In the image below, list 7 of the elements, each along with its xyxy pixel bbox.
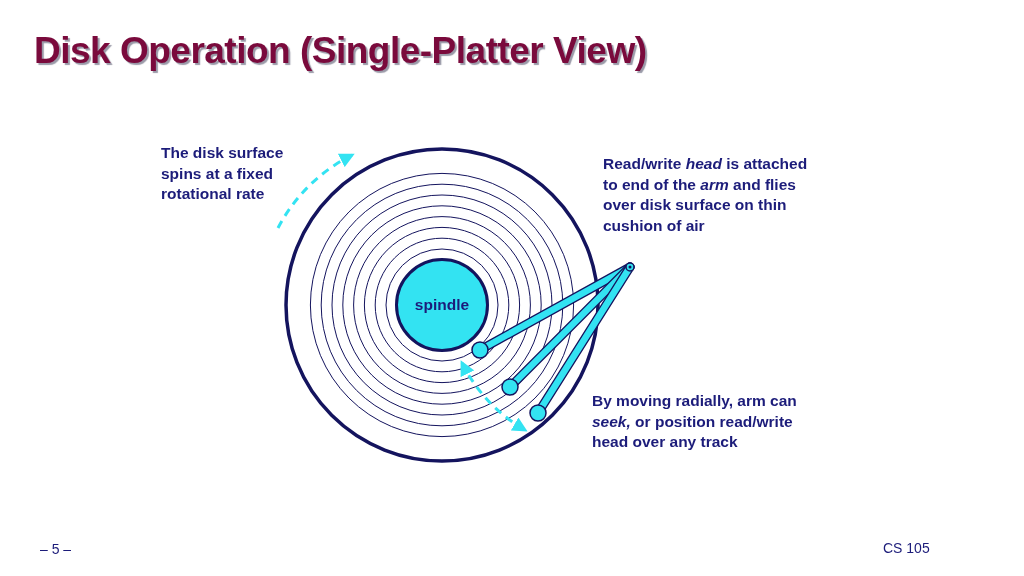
annotation-text: By moving radially, arm can seek, or position read/write head over any track bbox=[592, 391, 798, 452]
course-code: CS 105 bbox=[883, 540, 930, 556]
page-number: – 5 – bbox=[40, 541, 72, 557]
spindle-label: spindle bbox=[414, 296, 470, 314]
annotation-text: The disk surface spins at a fixed rotational rate bbox=[161, 143, 285, 204]
annotation-text: Read/write head is attached to end of the arm and flies over disk surface on thin cushion of air bbox=[603, 154, 808, 236]
slide-title: Disk Operation (Single-Platter View) bbox=[34, 30, 647, 72]
